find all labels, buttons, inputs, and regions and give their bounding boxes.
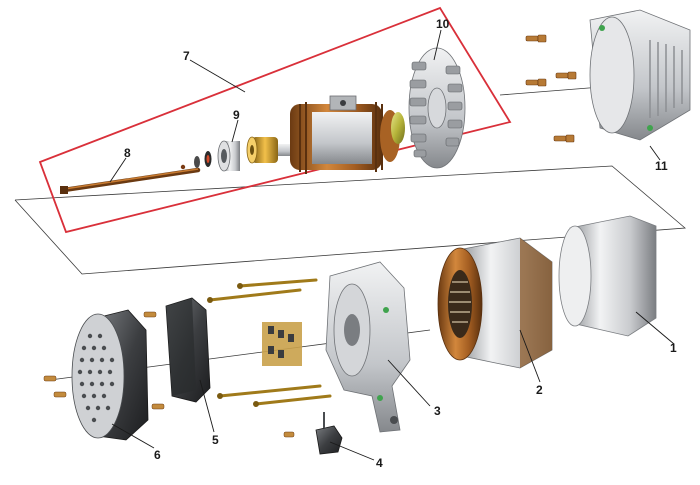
through-bolt [60,167,201,194]
slip-ring [246,136,292,164]
front-end-bracket [325,261,411,433]
rotor-subassembly-highlight [38,6,512,234]
callout-7: 7 [183,49,190,63]
outer-cover [558,215,657,337]
callout-3: 3 [434,404,441,418]
terminal-bridge [262,322,302,366]
rotor [290,95,405,174]
callout-2: 2 [536,383,543,397]
callout-4: 4 [376,456,383,470]
regulator-module [165,297,211,403]
stator [437,237,553,369]
rear-housing [589,9,691,141]
washer-set [180,151,212,170]
callout-labels: 1 2 3 4 5 6 7 8 9 10 11 [124,17,677,470]
callout-8: 8 [124,146,131,160]
leader-lines [109,29,675,461]
callout-11: 11 [655,159,668,173]
callout-5: 5 [212,433,219,447]
bearing [217,140,240,172]
callout-6: 6 [154,448,161,462]
long-bolts [208,278,332,406]
small-screws [43,311,295,438]
callout-10: 10 [436,17,450,31]
sensor [315,412,343,455]
callout-9: 9 [233,108,240,122]
end-cover-grille [71,309,149,441]
callout-1: 1 [670,341,677,355]
cooling-fan [408,47,466,169]
housing-screws [525,34,577,143]
